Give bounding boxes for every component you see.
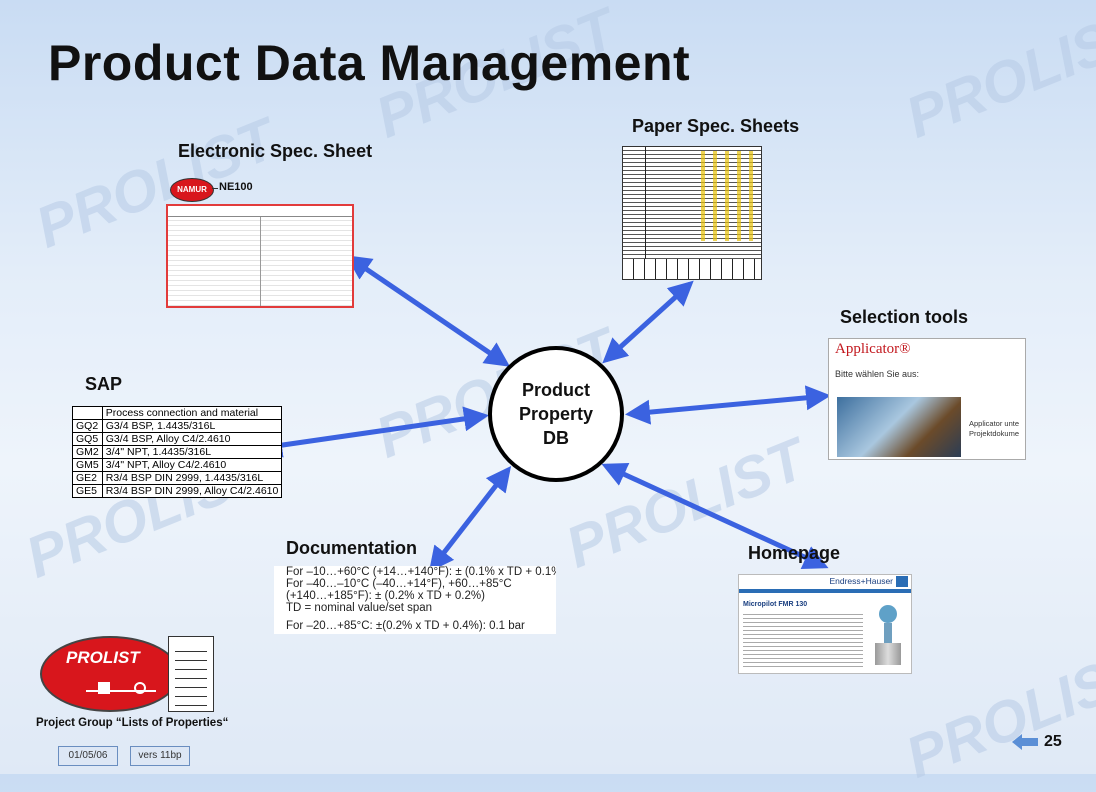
product-title: Micropilot FMR 130	[743, 601, 808, 608]
electronic-spec-label: Electronic Spec. Sheet	[178, 141, 373, 161]
namur-badge: NAMUR	[170, 178, 214, 202]
product-property-db: Product Property DB	[488, 346, 624, 482]
prolist-logo-text: PROLIST	[66, 648, 140, 667]
applicator-photo	[837, 397, 961, 457]
documentation-label: Documentation	[286, 538, 418, 558]
sap-header: Process connection and material	[101, 406, 283, 420]
homepage-label: Homepage	[748, 543, 841, 563]
paper-spec-thumbnail	[622, 146, 762, 280]
selection-tools-label: Selection tools	[840, 307, 969, 327]
eh-brand: Endress+Hauser	[829, 576, 893, 586]
prolist-caption: Project Group “Lists of Properties“	[36, 717, 229, 729]
page-number: 25	[1044, 733, 1062, 750]
namur-line	[212, 188, 218, 189]
arrow-documentation	[428, 466, 512, 572]
version-box: vers 11bp	[130, 746, 190, 766]
prolist-logo: PROLIST	[40, 636, 220, 716]
applicator-thumbnail: Applicator® Bitte wählen Sie aus: Applic…	[828, 338, 1026, 460]
date-box: 01/05/06	[58, 746, 118, 766]
document-icon	[168, 636, 214, 712]
db-line: Property	[518, 404, 594, 424]
flow-icon	[86, 676, 156, 700]
arrow-electronic	[345, 255, 511, 367]
arrow-homepage	[601, 462, 829, 570]
connection-arrows	[257, 255, 831, 572]
applicator-prompt: Bitte wählen Sie aus:	[835, 369, 920, 379]
db-line: DB	[543, 428, 569, 448]
namur-code: NE100	[219, 181, 253, 193]
back-arrow-icon[interactable]	[1012, 734, 1038, 750]
page-title: Product Data Management	[48, 35, 691, 91]
arrow-sap	[257, 406, 489, 458]
arrow-paper	[602, 280, 694, 364]
paper-spec-label: Paper Spec. Sheets	[632, 116, 800, 136]
arrow-selection	[625, 385, 831, 425]
sap-label: SAP	[85, 374, 123, 394]
documentation-thumbnail: For –10…+60°C (+14…+140°F): ± (0.1% x TD…	[274, 566, 556, 634]
sensor-image	[875, 605, 901, 665]
applicator-title: Applicator	[835, 341, 900, 357]
eh-logo-icon	[896, 576, 908, 587]
electronic-spec-thumbnail	[166, 204, 354, 308]
homepage-thumbnail: Endress+Hauser Micropilot FMR 130	[738, 574, 912, 674]
db-line: Product	[521, 380, 590, 400]
